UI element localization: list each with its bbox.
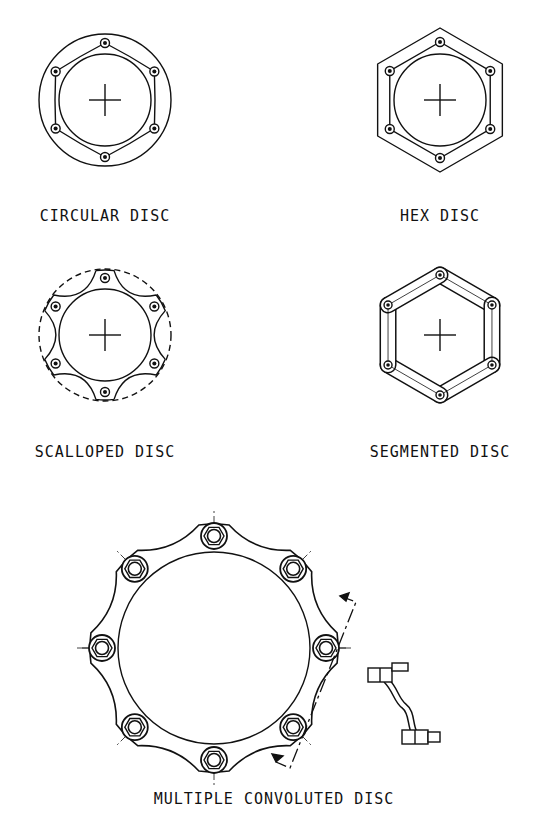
figure-caption: CIRCULAR DISC (40, 207, 170, 225)
convoluted-disc (76, 510, 356, 786)
convoluted-disc-section (368, 663, 440, 744)
scalloped-disc (39, 269, 171, 401)
circular-disc (39, 34, 171, 166)
hex-disc (378, 28, 503, 172)
figure-caption: MULTIPLE CONVOLUTED DISC (154, 790, 395, 808)
figure-caption: HEX DISC (400, 207, 480, 225)
segmented-disc (384, 271, 496, 399)
figure-caption: SCALLOPED DISC (35, 443, 175, 461)
figure-caption: SEGMENTED DISC (370, 443, 510, 461)
